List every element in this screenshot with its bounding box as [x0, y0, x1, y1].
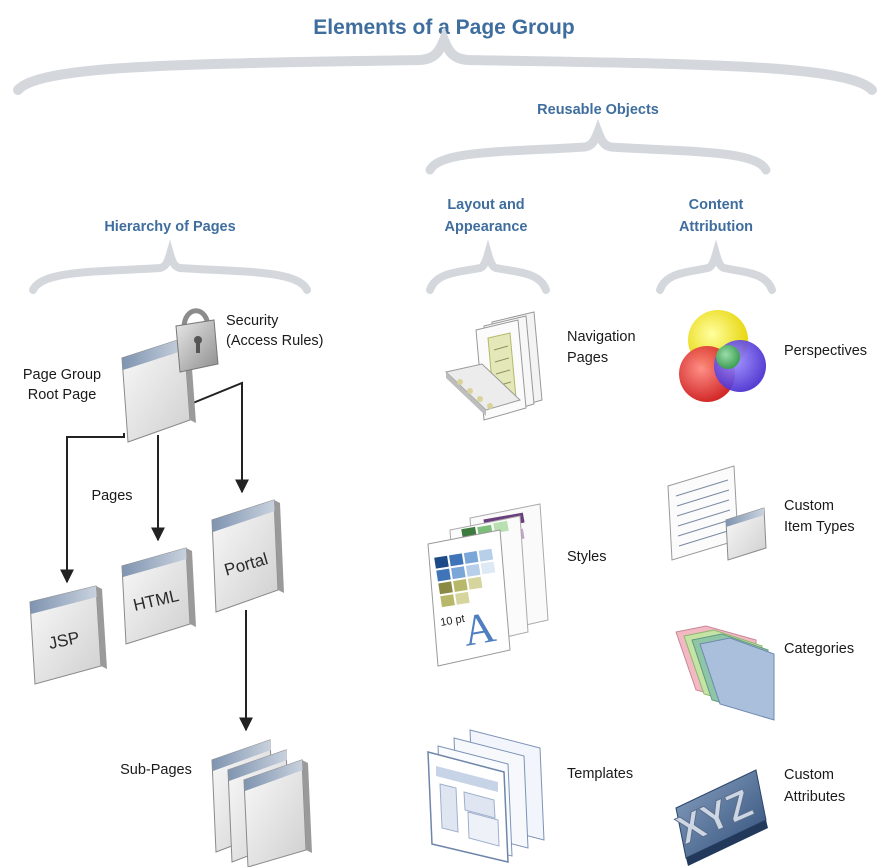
navigation-pages-icon [444, 311, 543, 421]
perspectives-label: Perspectives [784, 343, 867, 359]
reusable-brace [425, 119, 771, 175]
security-label-line1: Security [226, 313, 279, 329]
root-label-line1: Page Group [23, 367, 101, 383]
hierarchy-heading: Hierarchy of Pages [104, 219, 235, 235]
reusable-objects-heading: Reusable Objects [537, 102, 659, 118]
lock-icon [175, 308, 219, 373]
navigation-label-line2: Pages [567, 350, 608, 366]
custom-item-label-line2: Item Types [784, 519, 855, 535]
sub-pages-label: Sub-Pages [120, 762, 192, 778]
templates-icon [427, 729, 545, 863]
hierarchy-connectors [60, 381, 253, 732]
content-brace [656, 239, 776, 294]
jsp-page: JSP [29, 585, 107, 685]
hierarchy-brace [29, 239, 311, 294]
categories-label: Categories [784, 641, 854, 657]
pages-label: Pages [91, 488, 132, 504]
custom-item-label-line1: Custom [784, 498, 834, 514]
navigation-label-line1: Navigation [567, 329, 636, 345]
portal-page: Portal [211, 499, 284, 613]
styles-icon: 10 pt A [427, 503, 549, 667]
layout-heading-line1: Layout and [447, 197, 524, 213]
styles-label: Styles [567, 549, 607, 565]
perspectives-icon [679, 310, 766, 402]
html-page: HTML [121, 547, 196, 645]
content-heading-line1: Content [689, 197, 744, 213]
security-label-line2: (Access Rules) [226, 333, 324, 349]
layout-heading-line2: Appearance [444, 219, 527, 235]
custom-attr-label-line2: Attributes [784, 789, 845, 805]
styles-icon-size-text: 10 pt [439, 613, 465, 629]
custom-attributes-icon: XYZ [670, 769, 768, 866]
custom-attr-label-line1: Custom [784, 767, 834, 783]
main-brace [13, 26, 877, 95]
custom-item-types-icon [667, 465, 767, 561]
layout-brace [426, 239, 550, 294]
categories-icon [675, 625, 775, 721]
templates-label: Templates [567, 766, 633, 782]
content-heading-line2: Attribution [679, 219, 753, 235]
root-label-line2: Root Page [28, 387, 97, 403]
sub-pages-icon [211, 739, 312, 867]
